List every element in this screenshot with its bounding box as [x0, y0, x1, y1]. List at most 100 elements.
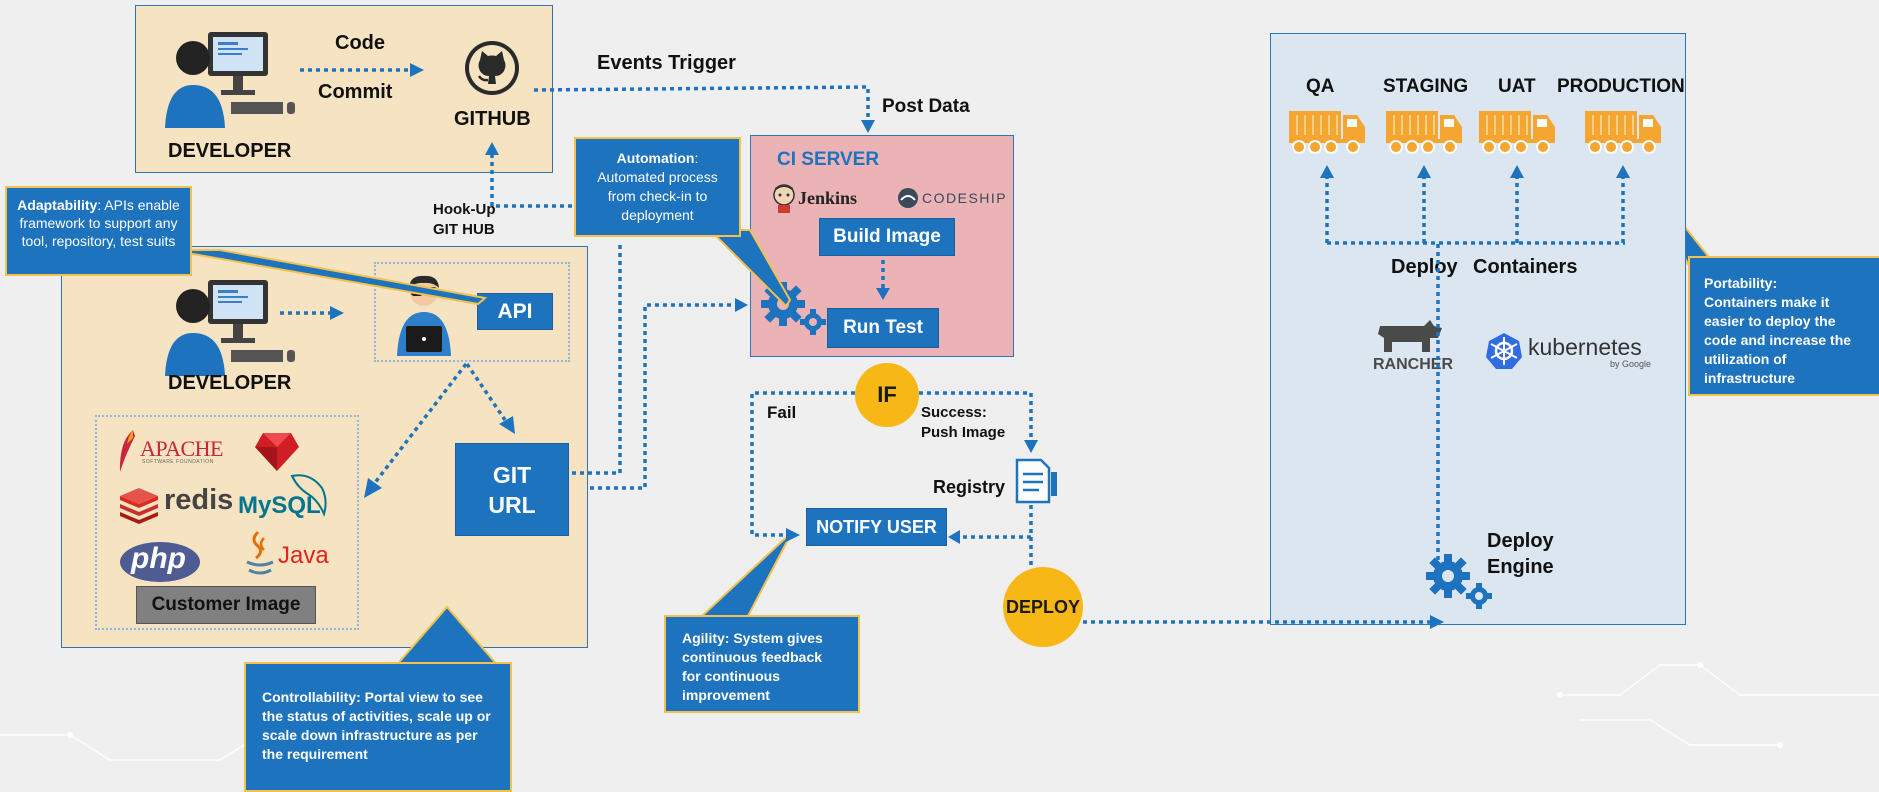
- adaptability-text: : APIs enable framework to support any t…: [19, 197, 180, 249]
- hookup-line1: Hook-Up: [433, 201, 496, 218]
- success-branch-line: [919, 391, 1033, 440]
- rancher-logo-text: RANCHER: [1373, 356, 1453, 373]
- events-trigger-label: Events Trigger: [597, 52, 736, 74]
- ruby-gem-icon: [255, 433, 299, 471]
- adaptability-callout: Adaptability: APIs enable framework to s…: [5, 186, 192, 276]
- codeship-icon: [898, 188, 918, 208]
- hookup-label: Hook-Up GIT HUB: [433, 200, 496, 240]
- customer-image-catalog: [95, 415, 359, 630]
- staging-truck-icon: [1386, 111, 1462, 154]
- git-url-line2: URL: [488, 491, 536, 518]
- codeship-logo-text: CODESHIP: [922, 190, 1008, 206]
- git-url-to-ci-line: [572, 242, 622, 475]
- adaptability-title: Adaptability: [17, 197, 98, 213]
- mysql-dolphin-icon: [290, 474, 327, 517]
- arrowhead-notify-right: [948, 530, 960, 544]
- registry-label: Registry: [933, 477, 1006, 497]
- adaptability-callout-pointer: [169, 249, 488, 306]
- qa-truck-icon: [1289, 111, 1365, 154]
- arrowhead-ci-gears: [735, 298, 748, 312]
- env-label-production: PRODUCTION: [1557, 76, 1685, 97]
- portal-developer-icon: [165, 280, 295, 376]
- java-cup-icon: [246, 530, 274, 575]
- arrowhead-success: [1024, 440, 1038, 453]
- env-label-uat: UAT: [1498, 76, 1536, 97]
- arrowhead-engine: [1430, 615, 1444, 629]
- php-logo-text: php: [131, 542, 186, 575]
- arrowhead-qa: [1320, 165, 1334, 178]
- apache-feather-icon: [119, 430, 135, 472]
- admin-to-catalog-arrow: [364, 362, 468, 498]
- notify-user-button[interactable]: NOTIFY USER: [806, 508, 947, 546]
- automation-callout: Automation: Automated process from check…: [574, 137, 741, 237]
- deploy-engine-gears-icon: [1426, 554, 1492, 609]
- deploy-containers-label-1: Deploy: [1391, 256, 1458, 278]
- kubernetes-logo-text: kubernetes: [1528, 334, 1642, 360]
- git-url-line1: GIT: [492, 461, 532, 488]
- fail-branch-line: [750, 391, 855, 537]
- arrowhead-staging: [1417, 165, 1431, 178]
- kubernetes-logo-subtext: by Google: [1610, 359, 1652, 369]
- registry-document-icon: [1015, 458, 1057, 504]
- redis-icon: [120, 488, 158, 524]
- arrowhead-uat: [1510, 165, 1524, 178]
- apache-logo-text: APACHE: [140, 436, 224, 461]
- automation-title: Automation: [616, 150, 695, 166]
- github-icon: [465, 41, 519, 95]
- git-url-to-gears-line: [590, 303, 735, 490]
- redis-logo-text: redis: [164, 484, 234, 516]
- arrowhead-production: [1616, 165, 1630, 178]
- success-label: Success: Push Image: [921, 403, 1005, 443]
- jenkins-logo-text: Jenkins: [798, 188, 858, 208]
- hookup-line: [490, 155, 572, 208]
- env-label-staging: STAGING: [1383, 76, 1469, 97]
- java-logo-text: Java: [278, 542, 329, 569]
- agility-callout: Agility: System gives continuous feedbac…: [664, 615, 860, 713]
- mysql-logo-text: MySQL: [238, 492, 321, 519]
- customer-image-bar[interactable]: Customer Image: [136, 586, 316, 624]
- deploy-engine-label: Deploy Engine: [1487, 528, 1554, 580]
- developer-workstation-icon: [165, 32, 295, 128]
- post-data-label: Post Data: [882, 96, 970, 117]
- arrowhead-hookup: [485, 142, 499, 155]
- arrowhead-post-data: [861, 120, 875, 133]
- deploy-engine-line2: Engine: [1487, 556, 1554, 578]
- deploy-engine-line1: Deploy: [1487, 530, 1554, 552]
- automation-text: : Automated process from check-in to dep…: [597, 150, 718, 223]
- apache-logo-subtext: SOFTWARE FOUNDATION: [142, 459, 214, 465]
- env-label-qa: QA: [1306, 76, 1335, 97]
- php-logo-oval: [120, 542, 200, 582]
- code-commit-arrow: [300, 63, 424, 77]
- arrowhead-notify-left: [786, 528, 800, 542]
- success-line2: Push Image: [921, 424, 1006, 441]
- deploy-node: DEPLOY: [1003, 567, 1083, 647]
- if-decision-node: IF: [855, 363, 919, 427]
- portability-text: Containers make it easier to deploy the …: [1704, 294, 1852, 386]
- uat-truck-icon: [1479, 111, 1555, 154]
- build-to-test-arrow: [876, 260, 890, 300]
- portability-callout: Portability: Containers make it easier t…: [1688, 256, 1879, 396]
- controllability-callout: Controllability: Portal view to see the …: [244, 662, 512, 792]
- kubernetes-icon: [1486, 333, 1522, 369]
- code-label: Code: [335, 32, 385, 54]
- run-test-button[interactable]: Run Test: [827, 308, 939, 348]
- jenkins-icon: [773, 184, 795, 213]
- portal-developer-label: DEVELOPER: [168, 372, 292, 394]
- admin-to-git-url-arrow: [465, 363, 515, 434]
- git-url-button[interactable]: GIT URL: [455, 443, 569, 536]
- github-label: GITHUB: [454, 108, 531, 130]
- developer-to-admin-arrow: [280, 306, 344, 320]
- api-dashed-box: [374, 262, 570, 362]
- top-developer-label: DEVELOPER: [168, 140, 292, 162]
- fail-label: Fail: [767, 403, 797, 422]
- events-trigger-line: [533, 85, 870, 120]
- commit-label: Commit: [318, 81, 393, 103]
- build-image-button[interactable]: Build Image: [819, 218, 955, 256]
- production-truck-icon: [1585, 111, 1661, 154]
- success-line1: Success:: [921, 404, 987, 421]
- rancher-icon: [1378, 320, 1442, 352]
- api-button[interactable]: API: [477, 293, 553, 330]
- deploy-containers-label-2: Containers: [1473, 256, 1578, 278]
- hookup-line2: GIT HUB: [433, 221, 495, 238]
